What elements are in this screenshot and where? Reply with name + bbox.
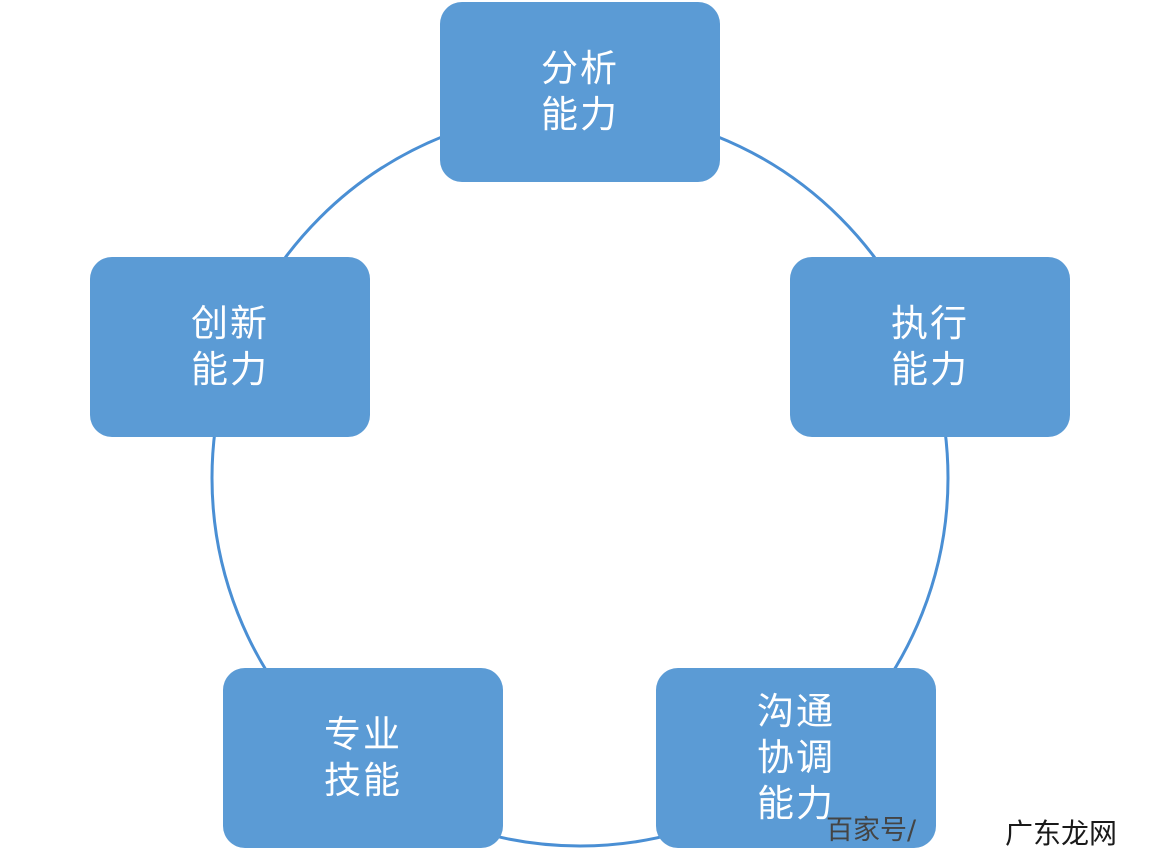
node-communication-ability: 沟通 协调 能力: [656, 668, 936, 848]
node-label: 执行: [891, 302, 969, 345]
node-label: 沟通: [757, 690, 835, 733]
node-innovation-ability: 创新 能力: [90, 257, 370, 437]
node-label: 能力: [891, 348, 969, 391]
node-label: 能力: [191, 348, 269, 391]
watermark-baijiahao: 百家号/: [826, 815, 917, 846]
node-label: 分析: [541, 47, 619, 90]
node-professional-skill: 专业 技能: [223, 668, 503, 848]
node-label: 技能: [324, 759, 402, 802]
node-analysis-ability: 分析 能力: [440, 2, 720, 182]
node-label: 能力: [757, 782, 835, 825]
node-label: 创新: [191, 302, 269, 345]
node-label: 能力: [541, 93, 619, 136]
watermark-guangdonglong: 广东龙网: [1005, 817, 1118, 850]
node-execution-ability: 执行 能力: [790, 257, 1070, 437]
node-label: 专业: [324, 713, 402, 756]
node-label: 协调: [757, 736, 835, 779]
